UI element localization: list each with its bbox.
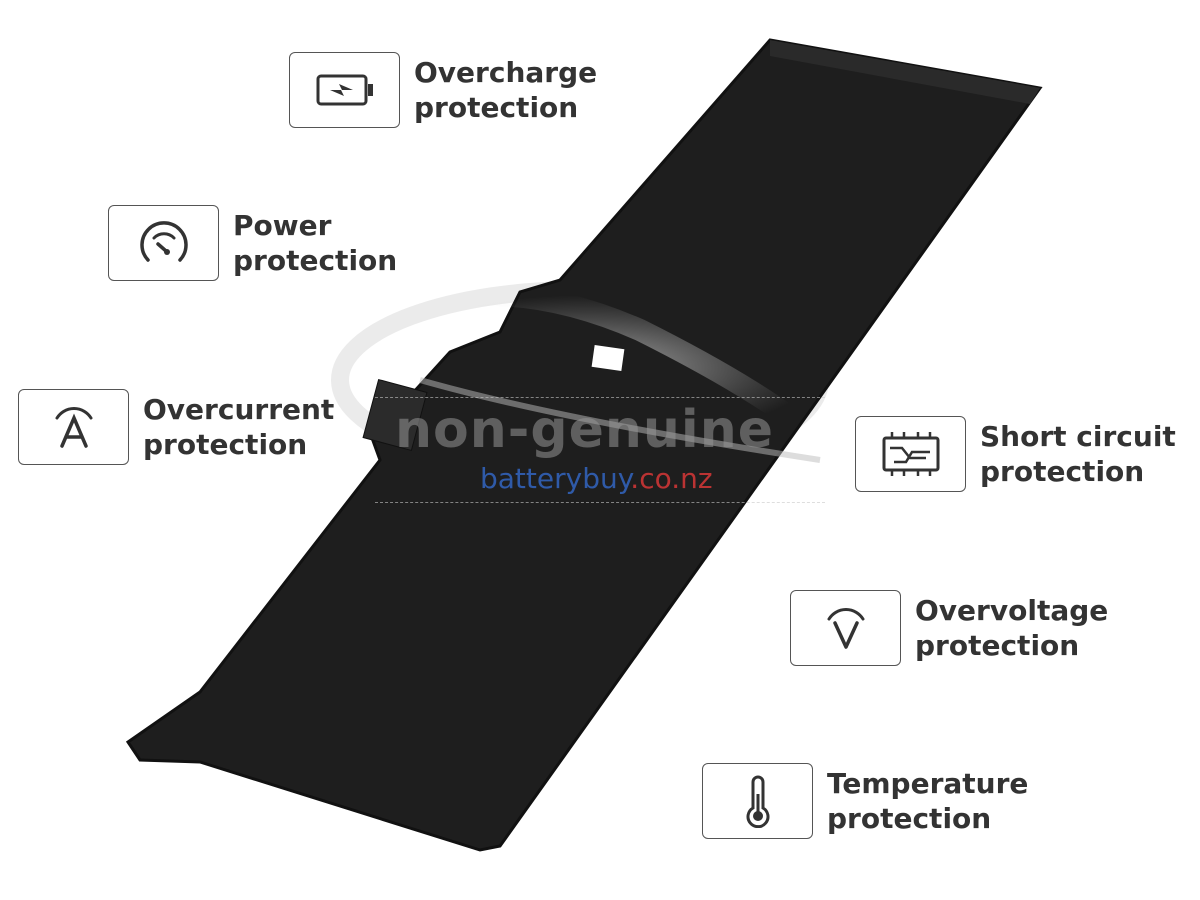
ampere-icon [18,389,129,465]
watermark-border-bottom [375,502,825,503]
battery-charge-icon [289,52,400,128]
gauge-icon [108,205,219,281]
feature-subtitle: protection [827,802,992,835]
circuit-board-icon [855,416,966,492]
watermark-text: non-genuine [395,400,774,460]
feature-subtitle: protection [143,428,308,461]
feature-subtitle: protection [915,629,1080,662]
watermark-site: batterybuy.co.nz [480,462,713,495]
feature-title: Overcurrent [143,393,335,426]
thermometer-icon [702,763,813,839]
feature-subtitle: protection [980,455,1145,488]
watermark-border-top [375,397,825,398]
feature-title: Temperature [827,767,1029,800]
feature-subtitle: protection [414,91,579,124]
feature-title: Overvoltage [915,594,1109,627]
feature-title: Power [233,209,332,242]
feature-title: Short circuit [980,420,1176,453]
voltage-icon [790,590,901,666]
feature-title: Overcharge [414,56,598,89]
feature-subtitle: protection [233,244,398,277]
